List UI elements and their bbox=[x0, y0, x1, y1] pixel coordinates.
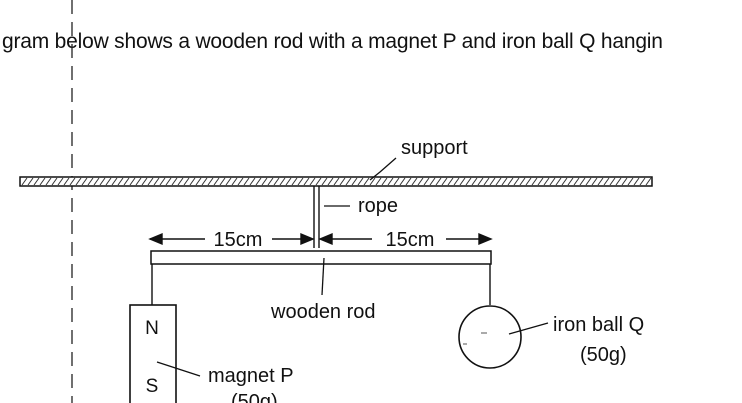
iron-ball-q bbox=[458, 305, 522, 369]
pole-south-label: S bbox=[146, 376, 159, 397]
rope-label: rope bbox=[358, 195, 398, 217]
magnet-leader bbox=[156, 361, 201, 377]
intro-text: gram below shows a wooden rod with a mag… bbox=[2, 30, 663, 53]
magnet-mass-label: (50g) bbox=[231, 391, 278, 403]
support-leader bbox=[369, 157, 397, 181]
rope bbox=[313, 186, 320, 248]
left-distance-label: 15cm bbox=[214, 229, 263, 251]
right-distance-label: 15cm bbox=[386, 229, 435, 251]
iron-ball-mass-label: (50g) bbox=[580, 344, 627, 366]
support-label: support bbox=[401, 137, 468, 159]
left-distance-arrow bbox=[148, 232, 315, 246]
right-distance-arrow bbox=[318, 232, 493, 246]
rod-leader bbox=[321, 257, 325, 296]
wooden-rod-label: wooden rod bbox=[270, 301, 376, 323]
magnet-p: N S bbox=[129, 304, 177, 403]
wooden-rod bbox=[150, 250, 492, 265]
support-beam bbox=[19, 176, 653, 187]
iron-ball-label: iron ball Q bbox=[553, 314, 644, 336]
ball-leader bbox=[508, 322, 549, 335]
magnet-label: magnet P bbox=[208, 365, 294, 387]
pole-north-label: N bbox=[145, 318, 159, 339]
